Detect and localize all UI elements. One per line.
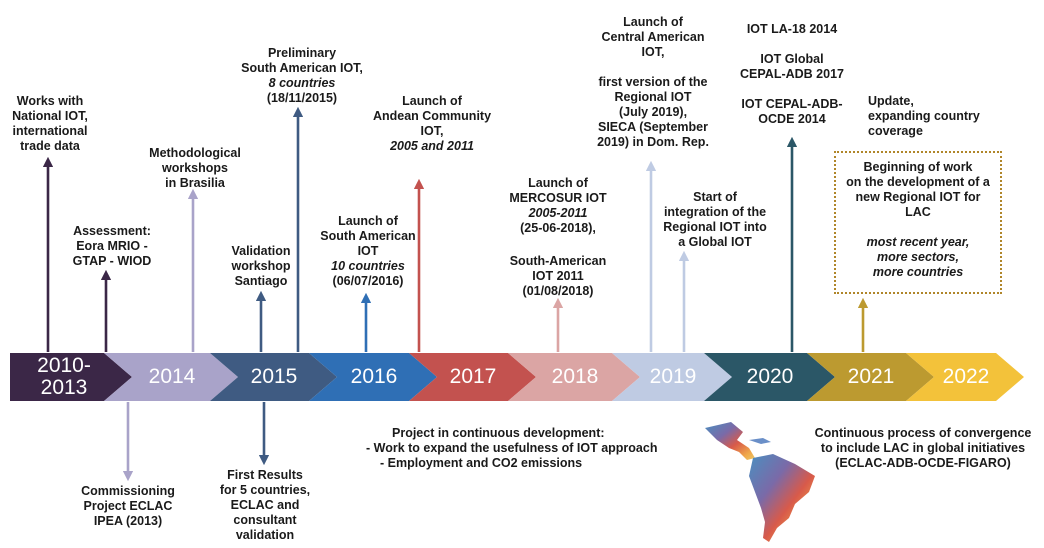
timeline-band [10,353,1024,401]
year-shape-2019 [612,353,732,401]
year-shape-2021 [807,353,934,401]
year-shape-2010 [10,353,132,401]
year-label-2019: 2019 [649,365,697,388]
year-label-2016: 2016 [350,365,398,388]
note-assessment: Assessment:Eora MRIO -GTAP - WIOD [72,224,152,268]
year-shape-2022 [906,353,1024,401]
year-label-2017: 2017 [449,365,497,388]
americas-map-image [705,422,815,542]
year-shape-2017 [409,353,536,401]
year-label-2010: 2010-2013 [37,354,91,399]
year-label-2020: 2020 [746,365,794,388]
year-shape-2016 [309,353,437,401]
caribbean-shape [749,438,771,444]
year-shape-2018 [508,353,640,401]
year-label-2022: 2022 [942,365,990,388]
year-label-2021: 2021 [847,365,895,388]
new-regional-iot-box [834,151,1002,294]
central-america-shape [705,422,755,460]
year-label-2018: 2018 [551,365,599,388]
year-shape-2020 [704,353,835,401]
note-continuous-dev: Project in continuous development:- Work… [366,426,658,470]
year-label-2014: 2014 [148,365,196,388]
south-america-shape [749,454,815,542]
year-shape-2015 [210,353,337,401]
year-shape-2014 [104,353,238,401]
year-label-2015: 2015 [250,365,298,388]
